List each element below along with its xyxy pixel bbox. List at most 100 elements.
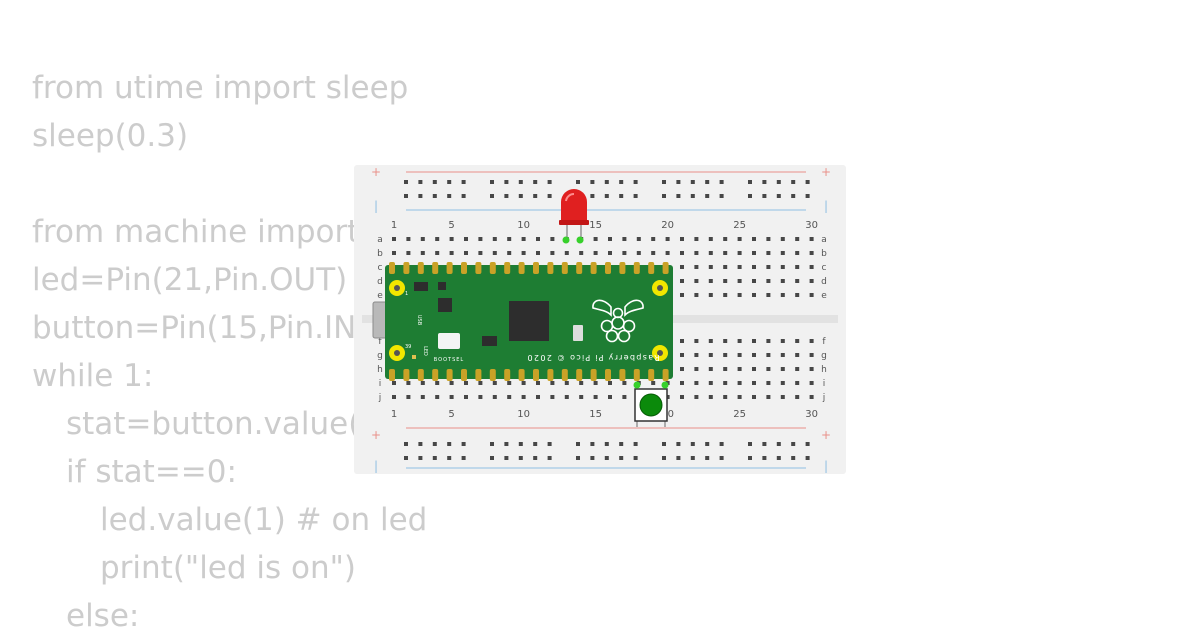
breadboard-hole[interactable] <box>432 180 437 184</box>
breadboard-hole[interactable] <box>633 442 638 446</box>
breadboard-hole[interactable] <box>690 456 695 460</box>
pico-pin-bottom[interactable] <box>561 369 568 381</box>
breadboard-hole[interactable] <box>604 180 609 184</box>
breadboard-hole[interactable] <box>795 293 800 297</box>
breadboard-hole[interactable] <box>680 339 684 343</box>
breadboard-hole[interactable] <box>795 395 800 399</box>
breadboard-hole[interactable] <box>748 442 752 446</box>
pico-pin-bottom[interactable] <box>633 369 640 381</box>
breadboard-hole[interactable] <box>447 194 452 198</box>
breadboard-hole[interactable] <box>590 194 595 198</box>
breadboard-hole[interactable] <box>608 237 612 241</box>
breadboard-hole[interactable] <box>547 180 552 184</box>
led-body[interactable] <box>561 189 587 223</box>
breadboard-hole[interactable] <box>662 442 666 446</box>
breadboard-hole[interactable] <box>507 237 512 241</box>
breadboard-hole[interactable] <box>665 237 670 241</box>
breadboard-hole[interactable] <box>490 442 494 446</box>
breadboard-hole[interactable] <box>404 180 408 184</box>
breadboard-hole[interactable] <box>406 251 411 255</box>
breadboard-hole[interactable] <box>705 194 710 198</box>
breadboard-hole[interactable] <box>719 194 724 198</box>
breadboard-hole[interactable] <box>662 180 666 184</box>
breadboard-hole[interactable] <box>705 456 710 460</box>
breadboard-hole[interactable] <box>550 251 555 255</box>
breadboard-hole[interactable] <box>447 442 452 446</box>
breadboard-hole[interactable] <box>633 194 638 198</box>
pico-pin-bottom[interactable] <box>518 369 525 381</box>
breadboard-hole[interactable] <box>633 180 638 184</box>
breadboard-hole[interactable] <box>780 381 785 385</box>
breadboard-hole[interactable] <box>576 456 580 460</box>
pico-pin-bottom[interactable] <box>590 369 597 381</box>
breadboard-hole[interactable] <box>690 194 695 198</box>
breadboard-hole[interactable] <box>723 339 728 343</box>
breadboard-hole[interactable] <box>752 251 756 255</box>
breadboard-hole[interactable] <box>776 194 781 198</box>
breadboard-hole[interactable] <box>723 381 728 385</box>
breadboard-hole[interactable] <box>579 251 584 255</box>
breadboard-hole[interactable] <box>420 251 425 255</box>
breadboard-hole[interactable] <box>604 456 609 460</box>
breadboard-hole[interactable] <box>521 237 526 241</box>
breadboard-hole[interactable] <box>762 194 767 198</box>
breadboard-hole[interactable] <box>805 180 810 184</box>
breadboard-hole[interactable] <box>536 395 540 399</box>
breadboard-hole[interactable] <box>432 194 437 198</box>
pico-pin-top[interactable] <box>633 262 640 274</box>
breadboard-hole[interactable] <box>776 442 781 446</box>
pico-pin-top[interactable] <box>446 262 453 274</box>
breadboard-hole[interactable] <box>622 395 627 399</box>
breadboard-hole[interactable] <box>694 353 699 357</box>
pico-pin-bottom[interactable] <box>403 369 410 381</box>
breadboard-hole[interactable] <box>518 194 523 198</box>
breadboard-hole[interactable] <box>694 381 699 385</box>
pico-pin-bottom[interactable] <box>389 369 395 381</box>
breadboard-hole[interactable] <box>795 265 800 269</box>
breadboard-hole[interactable] <box>680 381 684 385</box>
breadboard-hole[interactable] <box>719 442 724 446</box>
breadboard-hole[interactable] <box>809 353 814 357</box>
breadboard-hole[interactable] <box>752 237 756 241</box>
breadboard-hole[interactable] <box>418 456 423 460</box>
breadboard-hole[interactable] <box>449 381 454 385</box>
pico-pin-top[interactable] <box>475 262 482 274</box>
pico-pin-top[interactable] <box>605 262 611 274</box>
bootsel-button[interactable] <box>438 333 460 349</box>
breadboard-hole[interactable] <box>708 395 713 399</box>
breadboard-hole[interactable] <box>619 456 624 460</box>
breadboard-hole[interactable] <box>737 237 742 241</box>
breadboard-hole[interactable] <box>766 251 771 255</box>
breadboard-hole[interactable] <box>776 456 781 460</box>
breadboard-hole[interactable] <box>576 180 580 184</box>
breadboard-hole[interactable] <box>564 395 569 399</box>
pico-pin-bottom[interactable] <box>489 369 496 381</box>
breadboard-hole[interactable] <box>809 339 814 343</box>
breadboard-hole[interactable] <box>633 456 638 460</box>
breadboard-hole[interactable] <box>780 293 785 297</box>
breadboard-hole[interactable] <box>766 353 771 357</box>
breadboard-hole[interactable] <box>708 353 713 357</box>
breadboard-hole[interactable] <box>461 180 466 184</box>
breadboard-hole[interactable] <box>604 442 609 446</box>
breadboard-hole[interactable] <box>795 279 800 283</box>
breadboard-hole[interactable] <box>780 265 785 269</box>
breadboard-hole[interactable] <box>619 194 624 198</box>
breadboard-hole[interactable] <box>766 237 771 241</box>
breadboard-hole[interactable] <box>449 237 454 241</box>
pico-pin-bottom[interactable] <box>461 369 467 381</box>
breadboard-hole[interactable] <box>392 395 396 399</box>
breadboard-hole[interactable] <box>504 456 509 460</box>
breadboard-hole[interactable] <box>651 251 656 255</box>
breadboard-hole[interactable] <box>404 194 408 198</box>
breadboard-hole[interactable] <box>593 395 598 399</box>
button-cap[interactable] <box>639 393 663 417</box>
breadboard-hole[interactable] <box>694 265 699 269</box>
breadboard-hole[interactable] <box>619 442 624 446</box>
breadboard-hole[interactable] <box>420 395 425 399</box>
breadboard-scene[interactable]: ++||++|| 115510101515202025253030aabbccd… <box>354 165 846 474</box>
breadboard-hole[interactable] <box>665 251 670 255</box>
breadboard-hole[interactable] <box>708 251 713 255</box>
breadboard-hole[interactable] <box>392 237 396 241</box>
breadboard-hole[interactable] <box>622 237 627 241</box>
